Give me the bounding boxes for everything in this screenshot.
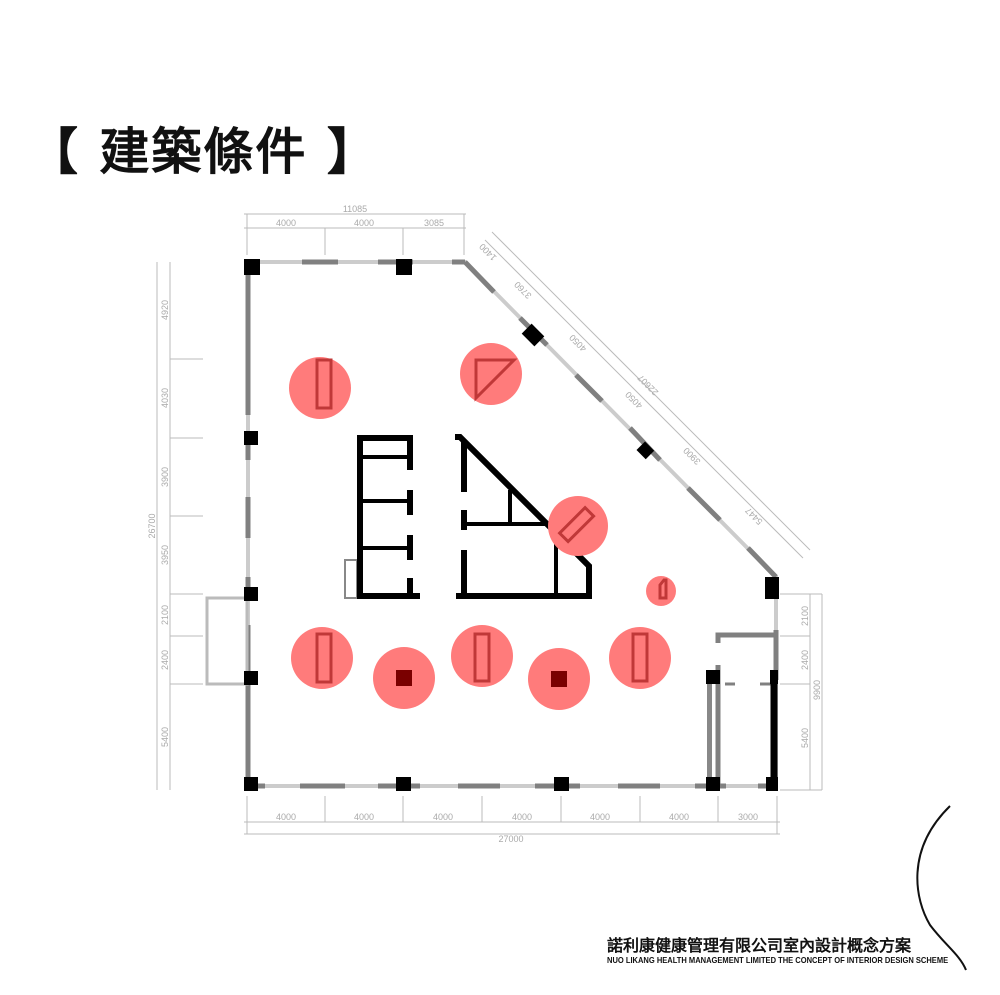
dim-label: 3085 xyxy=(424,218,444,228)
dim-label: 4050 xyxy=(567,333,588,354)
dim-label: 4000 xyxy=(669,812,689,822)
dim-label: 3900 xyxy=(681,446,702,467)
building-core xyxy=(357,434,592,599)
highlight-circle xyxy=(289,357,351,419)
footer-title-chinese: 諾利康健康管理有限公司室內設計概念方案 xyxy=(607,936,912,955)
dim-label: 2100 xyxy=(160,605,170,625)
dim-label: 4000 xyxy=(276,812,296,822)
dim-label: 4000 xyxy=(590,812,610,822)
dim-label: 2100 xyxy=(800,606,810,626)
dim-label: 27000 xyxy=(498,834,523,844)
dim-label: 11085 xyxy=(343,204,367,214)
highlight-circle xyxy=(451,625,513,687)
highlight-circle xyxy=(609,627,671,689)
dim-label: 5400 xyxy=(160,727,170,747)
dim-label: 2400 xyxy=(800,650,810,670)
footer-title-english: NUO LIKANG HEALTH MANAGEMENT LIMITED THE… xyxy=(607,955,949,965)
highlight-circle xyxy=(291,627,353,689)
dim-label: 4000 xyxy=(433,812,453,822)
dim-label: 2400 xyxy=(160,650,170,670)
dim-label: 4030 xyxy=(160,388,170,408)
dim-label: 9900 xyxy=(812,680,822,700)
dim-label: 4000 xyxy=(512,812,532,822)
dim-label: 3000 xyxy=(738,812,758,822)
dimension-lines xyxy=(156,213,823,835)
dim-label: 5400 xyxy=(800,728,810,748)
page-title: 【 建築條件 】 xyxy=(28,122,379,181)
problem-highlights xyxy=(289,343,676,710)
dim-label: 4000 xyxy=(276,218,296,228)
dim-label: 26700 xyxy=(147,513,157,538)
dim-label: 1400 xyxy=(477,242,498,263)
dim-label: 4000 xyxy=(354,812,374,822)
decorative-curve xyxy=(916,805,967,971)
dim-label: 4000 xyxy=(354,218,374,228)
dim-label: 3950 xyxy=(160,545,170,565)
dim-label: 3900 xyxy=(160,467,170,487)
dim-label: 4920 xyxy=(160,300,170,320)
dim-label: 3760 xyxy=(512,280,533,301)
highlight-circle xyxy=(548,496,608,556)
structural-columns xyxy=(244,259,779,791)
highlight-circle xyxy=(460,343,522,405)
dim-label: 4050 xyxy=(623,390,644,411)
